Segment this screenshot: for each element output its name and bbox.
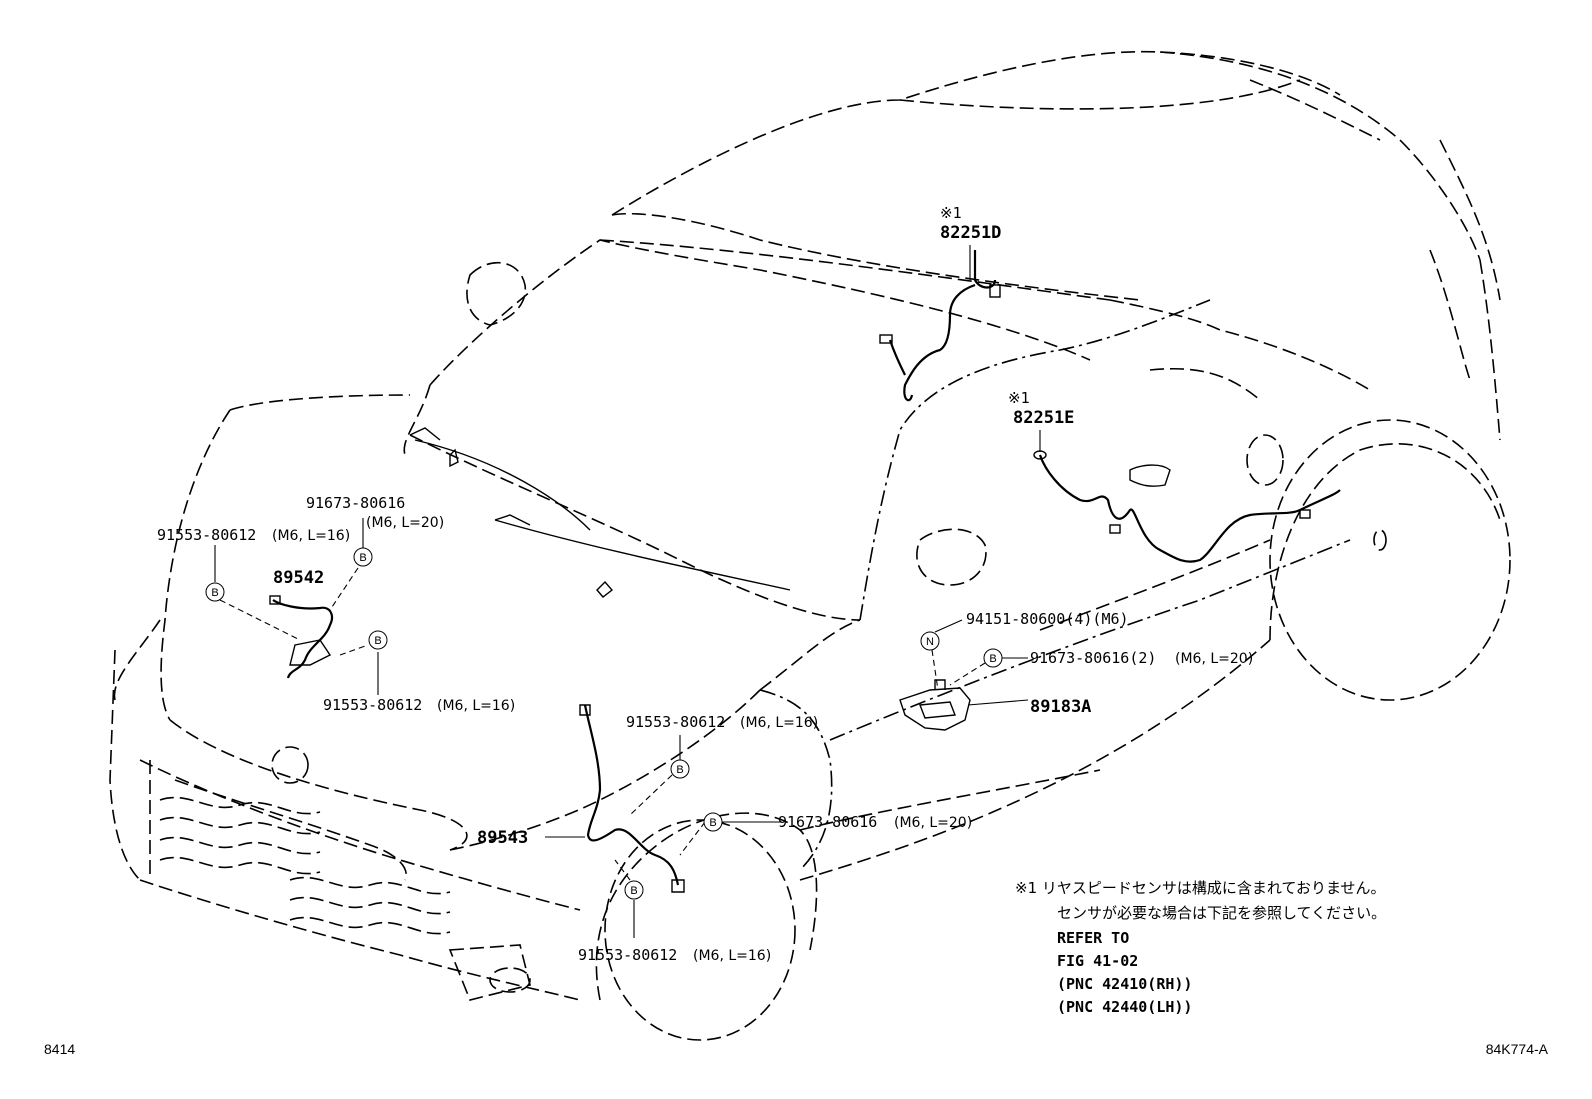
footnote-line: FIG 41-02 [1057,952,1138,970]
sensor-82251d [879,250,1001,402]
footnote-line: センサが必要な場合は下記を参照してください。 [1057,904,1386,922]
part-91673-label: 91673-80616(2) [1030,649,1156,667]
footnote-line: ※1 リヤスピードセンサは構成に含まれておりません。 [1015,879,1386,897]
part-89543-label: 89543 [477,828,528,848]
bolt-b-letter: B [676,764,683,776]
bolt-b-callout [983,648,1003,668]
bolt-b-callout [624,880,644,900]
bolt-b-callout [703,812,723,832]
figure-code-left: 8414 [44,1041,75,1057]
part-91553-spec: (M6, L=16) [740,715,818,731]
bolt-b-callout [205,582,225,602]
sensor-89543 [579,704,685,893]
bolt-b-callout [670,759,690,779]
bolt-b-letter: B [211,587,218,599]
footnote-line: (PNC 42410(RH)) [1057,975,1192,993]
part-89542-label: 89542 [273,568,324,588]
part-91553-spec: (M6, L=16) [437,698,515,714]
part-91553-label: 91553-80612 [323,696,422,714]
bolt-b-letter: B [359,552,366,564]
part-91553-label: 91553-80612 [626,713,725,731]
footnote-line: REFER TO [1057,929,1129,947]
part-labels: ※1 82251D ※1 82251E 91673-80616 (M6, L=2… [157,204,1253,964]
part-91673-label: 91673-80616 [778,813,877,831]
part-89183a-label: 89183A [1030,697,1091,717]
sensor-82251e [1033,450,1341,563]
part-91673-label: 91673-80616 [306,494,405,512]
part-91553-spec: (M6, L=16) [272,528,350,544]
ecu-89183a [899,679,971,731]
footnote: ※1 リヤスピードセンサは構成に含まれておりません。 センサが必要な場合は下記を… [1015,879,1386,1016]
bolt-b-letter: B [630,885,637,897]
part-91553-label: 91553-80612 [157,526,256,544]
bolt-b-letter: B [989,653,996,665]
bolt-b-letter: B [709,817,716,829]
nut-n-letter: N [926,636,934,648]
part-91553-label: 91553-80612 [578,946,677,964]
note-mark: ※1 [940,204,962,222]
bolt-b-callout [368,630,388,650]
part-82251e-label: 82251E [1013,408,1074,428]
part-91553-spec: (M6, L=16) [693,948,771,964]
footnote-line: (PNC 42440(LH)) [1057,998,1192,1016]
nut-n-callout [920,631,940,651]
part-91673-spec: (M6, L=20) [366,515,444,531]
part-82251d-label: 82251D [940,223,1001,243]
bolt-b-callout [353,547,373,567]
note-mark: ※1 [1008,389,1030,407]
bolt-b-letter: B [374,635,381,647]
leader-lines [214,245,1041,938]
grille-pattern [159,796,451,935]
part-91673-spec: (M6, L=20) [894,815,972,831]
part-91673-spec: (M6, L=20) [1175,651,1253,667]
sensor-89542 [269,595,334,679]
part-94151-label: 94151-80600(4)(M6) [966,610,1129,628]
figure-code-right: 84K774-A [1486,1041,1549,1057]
bolt-callouts: B B B N B B B B [205,547,1003,900]
